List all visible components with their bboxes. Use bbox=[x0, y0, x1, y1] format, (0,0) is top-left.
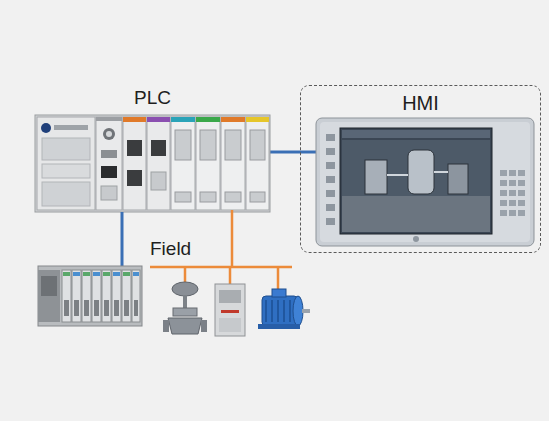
network-label: Field bbox=[150, 238, 191, 260]
network-cable bbox=[270, 152, 300, 153]
remote-io bbox=[38, 266, 142, 326]
control-valve bbox=[163, 282, 207, 334]
hmi-region: HMI bbox=[300, 85, 541, 253]
node-heading: PLC bbox=[35, 87, 270, 109]
variable-frequency-drive bbox=[215, 284, 245, 336]
node-heading: HMI bbox=[301, 86, 540, 115]
plc-rack bbox=[35, 115, 270, 212]
hmi-panel bbox=[300, 118, 534, 246]
plc-rack-node: PLC bbox=[35, 115, 270, 212]
electric-motor bbox=[258, 289, 310, 329]
